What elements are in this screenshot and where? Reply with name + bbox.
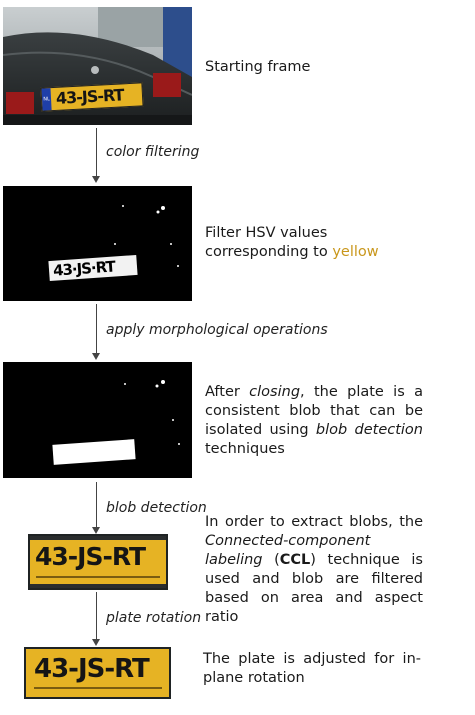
step-label-color-filtering: color filtering [106,144,200,160]
stage-description-filter: Filter HSV values corresponding to yello… [205,225,379,260]
step-connector-color-filtering [96,128,97,176]
step-label-morphology: apply morphological operations [106,322,328,338]
step-connector-blob-detection [96,482,97,527]
extracted-plate-number: 43-JS-RT [35,542,146,571]
stage-description-morph: After closing, the plate is a consistent… [205,384,423,457]
stage-description-blob: In order to extract blobs, the Connected… [205,514,423,625]
step-label-blob-detection: blob detection [106,500,207,516]
mask-noise [114,205,179,267]
closing-result-image [3,362,192,478]
step-arrowhead [92,639,100,646]
starting-frame-image: NL 43-JS-RT [3,7,192,125]
closing-noise [124,380,180,445]
step-arrowhead [92,353,100,360]
rotated-plate-number: 43-JS-RT [34,654,150,684]
stage-description-start: Starting frame [205,59,311,75]
rotated-plate-image: 43-JS-RT [24,647,171,699]
hsv-filter-mask-image: 43·JS·RT [3,186,192,301]
step-label-plate-rotation: plate rotation [106,610,202,626]
nl-country-band: NL [41,88,52,111]
step-arrowhead [92,527,100,534]
filtered-plate-number: 43·JS·RT [52,257,116,280]
step-arrowhead [92,176,100,183]
yellow-highlight: yellow [332,244,379,260]
country-code: NL [43,96,50,103]
step-connector-morphology [96,304,97,353]
step-connector-plate-rotation [96,592,97,639]
stage-description-rotate: The plate is adjusted for in-plane rotat… [203,651,421,686]
plate-number: 43-JS-RT [55,85,124,108]
extracted-plate-image: 43-JS-RT [28,534,168,590]
